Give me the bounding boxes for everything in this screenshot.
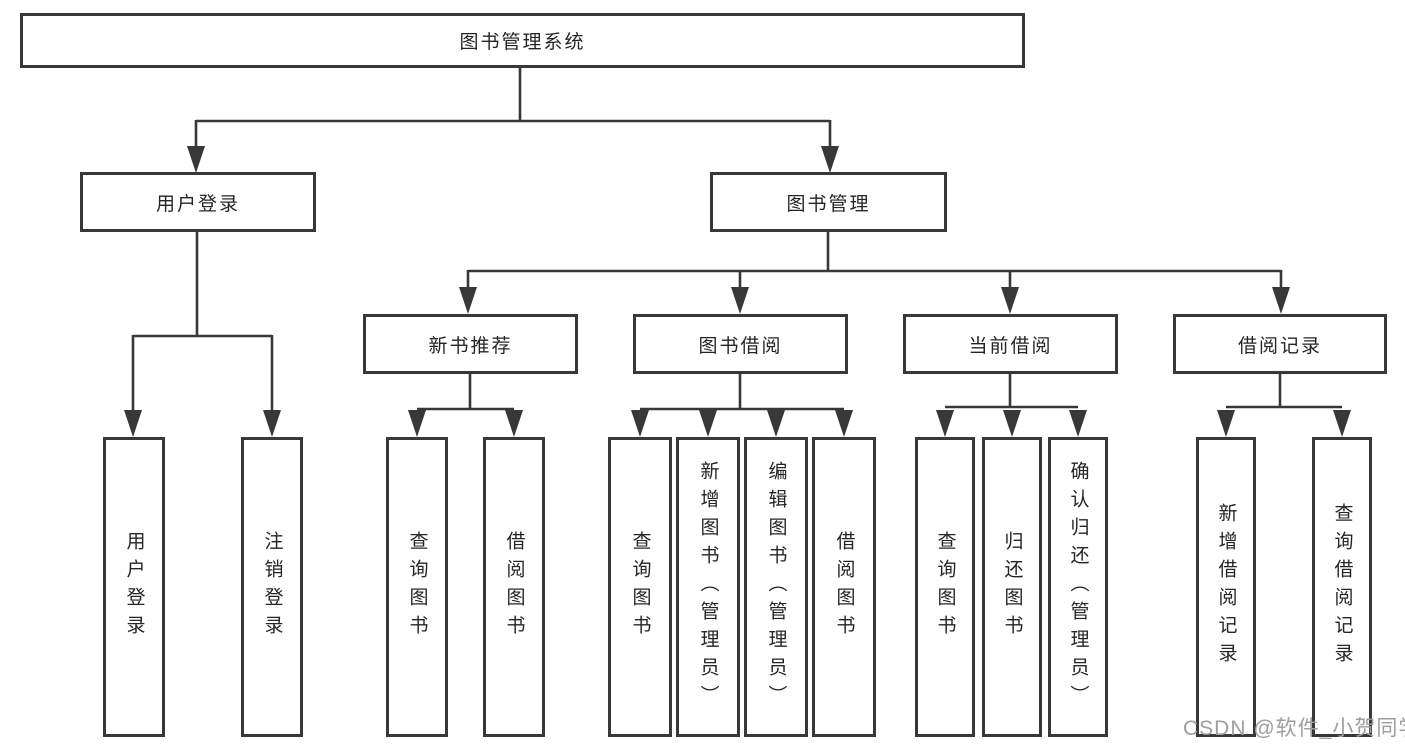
node-new-book-recommend-label: 新书推荐 [428, 335, 513, 357]
node-book-borrow: 图书借阅 [633, 314, 848, 374]
leaf-newbook-query-books-label: 查询图书 [406, 531, 428, 643]
leaf-current-confirm-return-admin-label: 确认归还（管理员） [1067, 461, 1089, 713]
leaf-user-login: 用户登录 [103, 437, 165, 737]
leaf-current-query-books: 查询图书 [915, 437, 975, 737]
leaf-logout: 注销登录 [241, 437, 303, 737]
leaf-logout-label: 注销登录 [261, 531, 283, 643]
leaf-borrow-borrow-books: 借阅图书 [812, 437, 876, 737]
leaf-user-login-label: 用户登录 [123, 531, 145, 643]
node-current-borrow: 当前借阅 [903, 314, 1118, 374]
node-current-borrow-label: 当前借阅 [968, 335, 1053, 357]
csdn-watermark: CSDN @软件_小贺同学 [1183, 717, 1405, 740]
leaf-current-query-books-label: 查询图书 [934, 531, 956, 643]
leaf-newbook-borrow-books-label: 借阅图书 [503, 531, 525, 643]
node-user-login: 用户登录 [80, 172, 316, 232]
leaf-current-confirm-return-admin: 确认归还（管理员） [1048, 437, 1108, 737]
leaf-borrow-borrow-books-label: 借阅图书 [833, 531, 855, 643]
node-user-login-label: 用户登录 [155, 193, 240, 215]
node-borrow-records-label: 借阅记录 [1237, 335, 1322, 357]
leaf-current-return-books-label: 归还图书 [1001, 531, 1023, 643]
leaf-borrow-query-books-label: 查询图书 [629, 531, 651, 643]
node-root-library-system: 图书管理系统 [20, 13, 1025, 68]
node-borrow-records: 借阅记录 [1173, 314, 1387, 374]
leaf-newbook-query-books: 查询图书 [386, 437, 448, 737]
leaf-borrow-edit-books-admin-label: 编辑图书（管理员） [765, 461, 787, 713]
leaf-records-add-record: 新增借阅记录 [1196, 437, 1256, 737]
node-new-book-recommend: 新书推荐 [363, 314, 578, 374]
leaf-records-add-record-label: 新增借阅记录 [1215, 503, 1237, 671]
leaf-borrow-add-books-admin-label: 新增图书（管理员） [697, 461, 719, 713]
leaf-records-query-record: 查询借阅记录 [1312, 437, 1372, 737]
leaf-borrow-query-books: 查询图书 [608, 437, 672, 737]
node-book-management-label: 图书管理 [786, 193, 871, 215]
leaf-newbook-borrow-books: 借阅图书 [483, 437, 545, 737]
leaf-records-query-record-label: 查询借阅记录 [1331, 503, 1353, 671]
node-book-management: 图书管理 [710, 172, 947, 232]
node-book-borrow-label: 图书借阅 [698, 335, 783, 357]
leaf-borrow-add-books-admin: 新增图书（管理员） [676, 437, 740, 737]
leaf-current-return-books: 归还图书 [982, 437, 1042, 737]
leaf-borrow-edit-books-admin: 编辑图书（管理员） [744, 437, 808, 737]
node-root-label: 图书管理系统 [459, 32, 586, 53]
